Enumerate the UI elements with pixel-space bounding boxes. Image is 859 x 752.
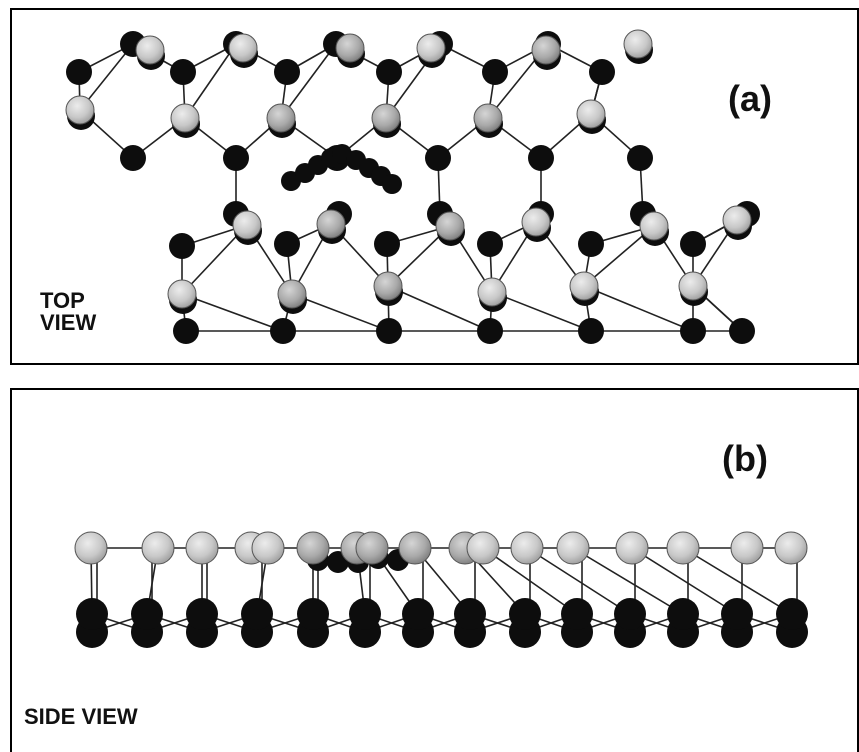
light-atom (373, 271, 403, 301)
top-view-atoms (65, 29, 760, 344)
top-view-label: TOP VIEW (40, 290, 96, 334)
light-atom (335, 33, 365, 63)
dark-atom (477, 231, 503, 257)
bond-line (572, 547, 684, 615)
bond-line (181, 293, 284, 332)
dark-atom (270, 318, 296, 344)
dark-atom (578, 231, 604, 257)
dark-atom (170, 59, 196, 85)
dark-atom (627, 145, 653, 171)
bond-line (583, 285, 694, 332)
light-atom (74, 531, 108, 565)
light-atom (185, 531, 219, 565)
light-atom (556, 531, 590, 565)
light-atom (678, 271, 708, 301)
light-atom (296, 531, 330, 565)
light-atom (466, 531, 500, 565)
dark-atom (131, 598, 163, 630)
dark-atom (241, 598, 273, 630)
dark-atom (274, 231, 300, 257)
dark-atom (382, 174, 402, 194)
dark-atom (374, 231, 400, 257)
dark-atom (120, 145, 146, 171)
dark-atom (349, 598, 381, 630)
light-atom (435, 211, 465, 241)
top-view-label-line2: VIEW (40, 310, 97, 335)
dark-atom (477, 318, 503, 344)
dark-atom (578, 318, 604, 344)
side-view-atoms (74, 531, 808, 648)
light-atom (398, 531, 432, 565)
dark-atom (721, 598, 753, 630)
light-atom (615, 531, 649, 565)
bond-line (682, 547, 793, 615)
light-atom (371, 103, 401, 133)
light-atom (266, 103, 296, 133)
bond-line (184, 43, 237, 119)
light-atom (167, 279, 197, 309)
dark-atom (76, 598, 108, 630)
bond-line (482, 547, 578, 615)
panel-b-label: (b) (722, 438, 768, 479)
light-atom (722, 205, 752, 235)
light-atom (521, 207, 551, 237)
dark-atom (402, 598, 434, 630)
dark-atom (589, 59, 615, 85)
dark-atom (169, 233, 195, 259)
light-atom (316, 209, 346, 239)
dark-atom (376, 59, 402, 85)
dark-atom (425, 145, 451, 171)
dark-atom (297, 598, 329, 630)
bond-line (526, 547, 631, 615)
dark-atom (186, 598, 218, 630)
light-atom (135, 35, 165, 65)
light-atom (170, 103, 200, 133)
light-atom (510, 531, 544, 565)
light-atom (639, 211, 669, 241)
light-atom (576, 99, 606, 129)
light-atom (141, 531, 175, 565)
light-atom (666, 531, 700, 565)
dark-atom (482, 59, 508, 85)
dark-atom (729, 318, 755, 344)
light-atom (232, 210, 262, 240)
side-view-label: SIDE VIEW (24, 704, 138, 729)
light-atom (623, 29, 653, 59)
dark-atom (680, 231, 706, 257)
light-atom (569, 271, 599, 301)
dark-atom (561, 598, 593, 630)
dark-atom (376, 318, 402, 344)
dark-atom (614, 598, 646, 630)
bond-line (491, 291, 592, 332)
light-atom (730, 531, 764, 565)
bond-line (631, 547, 738, 615)
bond-line (387, 285, 491, 332)
light-atom (477, 277, 507, 307)
bond-line (280, 43, 337, 119)
dark-atom (680, 318, 706, 344)
dark-atom (776, 598, 808, 630)
light-atom (774, 531, 808, 565)
light-atom (251, 531, 285, 565)
dark-atom (667, 598, 699, 630)
light-atom (416, 33, 446, 63)
bond-line (291, 293, 390, 332)
dark-atom (509, 598, 541, 630)
dark-atom (66, 59, 92, 85)
light-atom (531, 35, 561, 65)
light-atom (355, 531, 389, 565)
dark-atom (528, 145, 554, 171)
panel-a-label: (a) (728, 78, 772, 119)
light-atom (277, 279, 307, 309)
light-atom (228, 33, 258, 63)
top-view-label-line1: TOP (40, 288, 85, 313)
dark-atom (223, 145, 249, 171)
dark-atom (173, 318, 199, 344)
dark-atom (454, 598, 486, 630)
dark-atom (274, 59, 300, 85)
light-atom (473, 103, 503, 133)
light-atom (65, 95, 95, 125)
